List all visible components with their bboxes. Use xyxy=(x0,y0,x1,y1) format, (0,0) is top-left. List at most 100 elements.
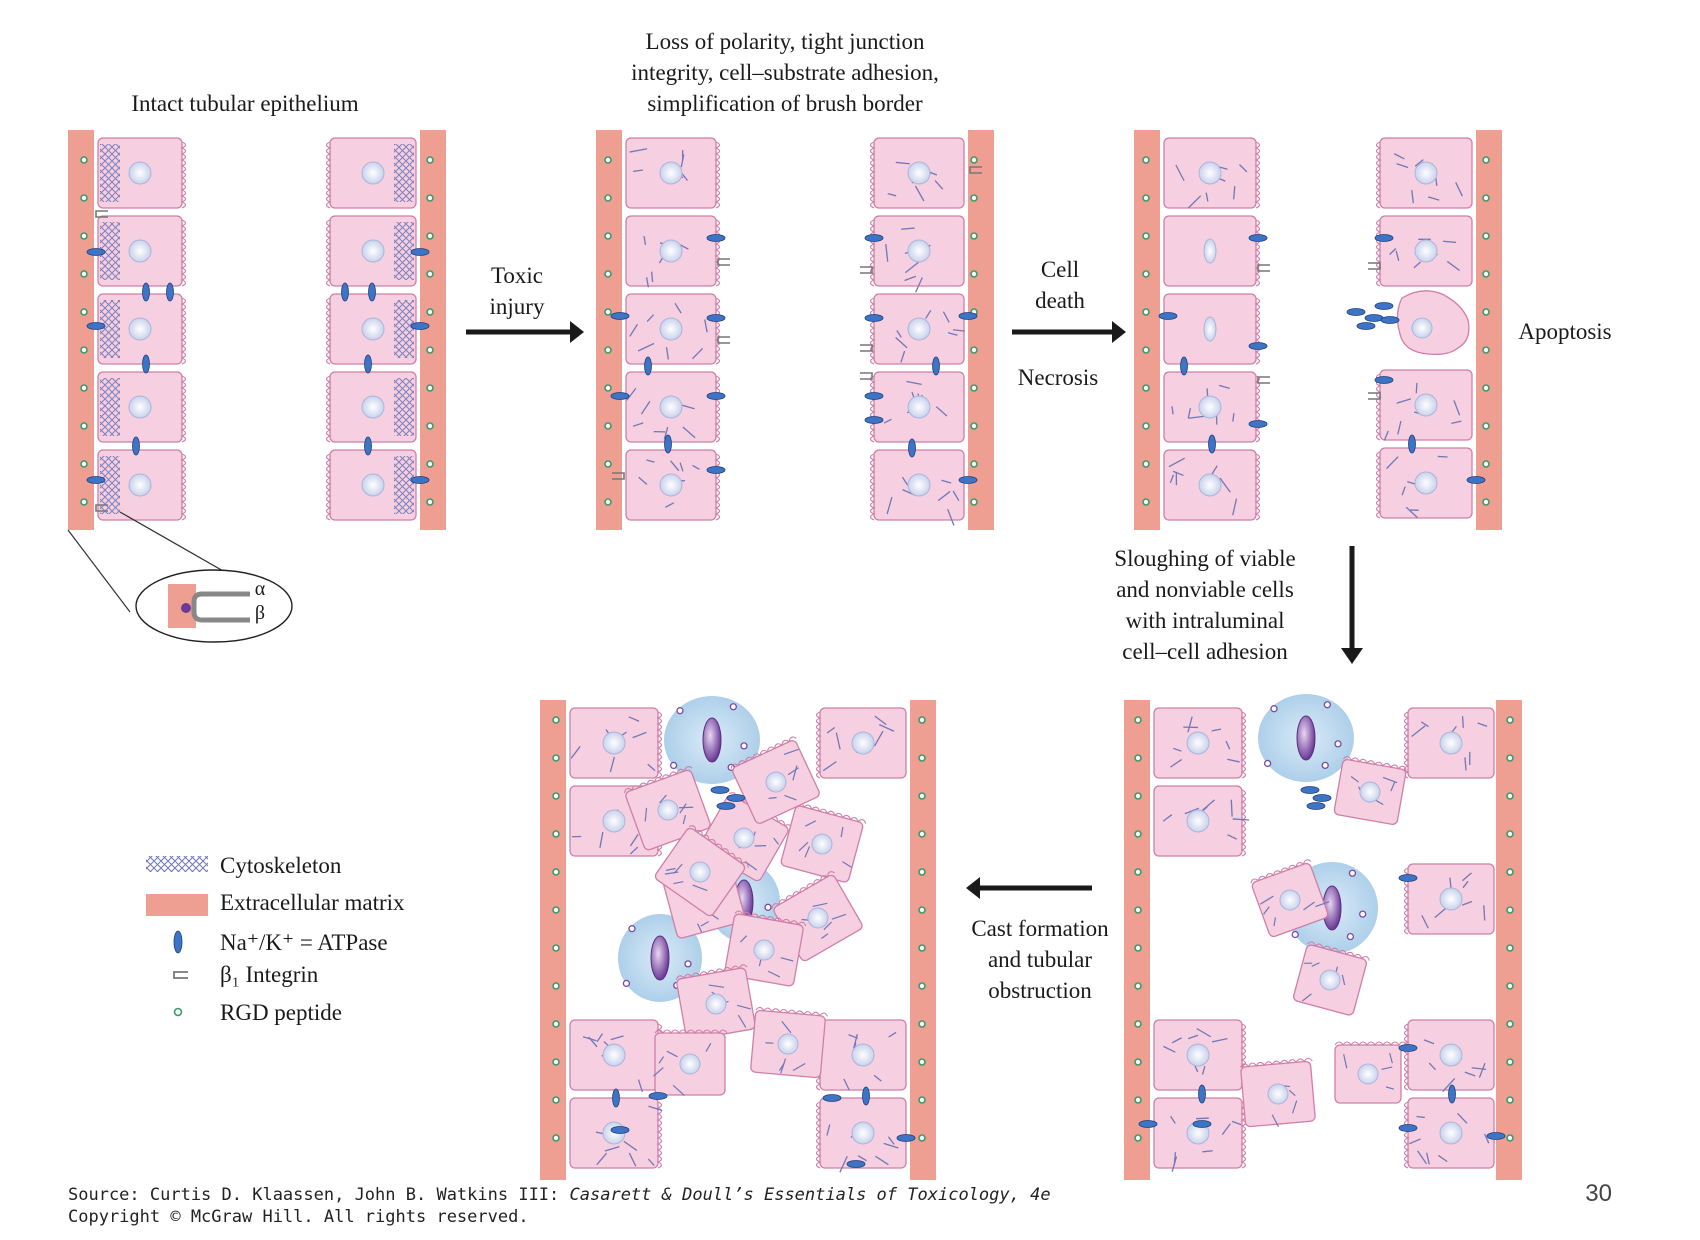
cytoskeleton-fragment xyxy=(1457,1112,1468,1124)
cytoskeleton-fragment xyxy=(895,161,910,165)
na-k-atpase xyxy=(610,392,630,400)
rgd-peptide xyxy=(970,270,978,278)
epithelial-cell xyxy=(815,1019,907,1091)
cytoskeleton-fragment xyxy=(887,192,897,197)
brush-border xyxy=(869,141,876,209)
na-k-atpase xyxy=(86,248,106,256)
extracellular-matrix xyxy=(420,130,446,530)
extracellular-matrix xyxy=(68,130,94,530)
rgd-peptide xyxy=(918,716,926,724)
rgd-peptide xyxy=(426,346,434,354)
brush-border xyxy=(1240,1057,1313,1068)
sloughed-cell xyxy=(780,802,867,883)
cytoskeleton-fragment xyxy=(942,311,950,323)
rgd-peptide xyxy=(1482,156,1490,164)
cytoskeleton-fragment xyxy=(895,337,908,349)
rgd-peptide xyxy=(1482,232,1490,240)
brush-border xyxy=(325,375,332,443)
epithelial-cell xyxy=(1403,1097,1495,1169)
brush-border xyxy=(1375,219,1382,287)
epithelial-cell xyxy=(1163,215,1261,287)
cytoskeleton-fragment xyxy=(781,1020,792,1034)
nucleus xyxy=(128,395,152,419)
epithelial-cell xyxy=(1375,369,1473,441)
rgd-peptide xyxy=(1506,792,1514,800)
na-k-atpase xyxy=(1248,234,1268,242)
nucleus xyxy=(679,1053,701,1075)
brush-border xyxy=(869,453,876,521)
rgd-peptide xyxy=(426,270,434,278)
brush-border xyxy=(675,964,748,980)
granule xyxy=(1359,910,1367,918)
cytoskeleton-fragment xyxy=(1446,260,1460,271)
epithelial-cell xyxy=(1153,1019,1247,1091)
detached-atpase xyxy=(1300,786,1320,794)
nucleus xyxy=(1439,887,1463,911)
cytoskeleton-fragment xyxy=(674,302,682,314)
na-k-atpase xyxy=(1208,434,1216,454)
cytoskeleton-fragment xyxy=(1303,901,1315,911)
cytoskeleton xyxy=(100,300,120,358)
brush-border xyxy=(1240,711,1247,779)
cytoskeleton-fragment xyxy=(1259,895,1274,905)
epithelial-cell xyxy=(569,1019,663,1093)
cytoskeleton-fragment xyxy=(826,1124,831,1136)
brush-border xyxy=(325,219,332,287)
epithelial-cell xyxy=(1163,293,1261,365)
detached-atpase xyxy=(710,786,730,794)
cytoskeleton-fragment xyxy=(1341,974,1346,986)
cytoskeleton-fragment xyxy=(1413,261,1422,269)
cytoskeleton-fragment xyxy=(679,462,684,472)
na-k-atpase xyxy=(862,1086,870,1106)
legend-cytoskeleton-label: Cytoskeleton xyxy=(220,853,342,878)
nucleus xyxy=(361,473,385,497)
sloughed-cell xyxy=(654,825,749,917)
cytoskeleton-fragment xyxy=(883,1142,899,1149)
granule xyxy=(1321,761,1329,770)
nucleus xyxy=(1203,238,1217,264)
nucleus xyxy=(733,827,755,849)
nucleus xyxy=(851,731,875,755)
sloughed-cell xyxy=(1293,941,1370,1016)
cytoskeleton-fragment xyxy=(1205,192,1209,202)
detached-atpase xyxy=(1356,322,1376,330)
cytoskeleton-fragment xyxy=(1390,782,1396,792)
process-arrows xyxy=(466,321,1363,899)
cytoskeleton-fragment xyxy=(1263,906,1270,915)
nucleus xyxy=(1267,1083,1289,1105)
rgd-peptide xyxy=(1482,308,1490,316)
cytoskeleton-fragment xyxy=(1311,962,1320,967)
inset-rgd xyxy=(181,603,191,613)
rgd-peptide xyxy=(918,792,926,800)
rgd-peptide xyxy=(970,156,978,164)
rgd-peptide xyxy=(1506,830,1514,838)
brush-border xyxy=(714,375,721,443)
na-k-atpase xyxy=(864,416,884,424)
cytoskeleton-fragment xyxy=(1273,917,1277,927)
rgd-peptide xyxy=(604,346,612,354)
rgd-peptide xyxy=(604,460,612,468)
cytoskeleton-fragment xyxy=(633,169,644,173)
integrin xyxy=(860,344,873,352)
brush-border xyxy=(180,141,187,209)
rgd-peptide xyxy=(1506,944,1514,952)
na-k-atpase xyxy=(341,282,349,302)
integrin xyxy=(717,258,730,266)
granule xyxy=(1334,740,1342,748)
epithelial-cell xyxy=(869,137,965,209)
brush-border xyxy=(714,141,721,209)
nucleus xyxy=(1203,316,1217,342)
cytoskeleton-fragment xyxy=(1201,1066,1206,1075)
cytoskeleton-fragment xyxy=(664,871,679,875)
extracellular-matrix xyxy=(596,130,622,530)
na-k-atpase xyxy=(664,434,672,454)
brush-border xyxy=(180,453,187,521)
integrin xyxy=(860,266,873,274)
cytoskeleton-fragment xyxy=(1196,1117,1209,1120)
detached-atpase xyxy=(1374,302,1394,310)
rgd-peptide xyxy=(918,1058,926,1066)
rgd-peptide xyxy=(1134,868,1142,876)
brush-border xyxy=(1240,789,1247,857)
nucleus xyxy=(659,317,683,341)
